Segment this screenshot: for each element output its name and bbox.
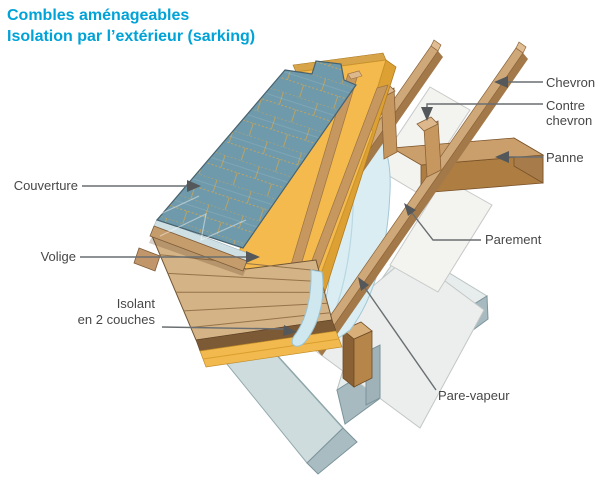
wall-end-face: [306, 427, 358, 475]
panne-block-left-face: [342, 329, 355, 388]
title-line-1: Combles aménageables: [7, 7, 190, 24]
parement-board-flat: [304, 254, 485, 429]
label-isolant: Isolant en 2 couches: [6, 296, 155, 328]
page-title: Combles aménageables Isolation par l’ext…: [7, 5, 255, 47]
chevron-arrowhead: [494, 76, 508, 88]
couverture-roof: [155, 60, 357, 249]
pare-vapeur-arrow-line: [364, 287, 437, 391]
chevron-2-end-cap: [515, 41, 527, 54]
title-line-2: Isolation par l’extérieur (sarking): [7, 28, 256, 45]
eave-board-end: [133, 247, 161, 272]
parement-panel-upper: [375, 86, 471, 193]
contre-chevron-arrowhead: [421, 107, 433, 121]
isolant-layer-seam: [202, 338, 340, 360]
parement-arrowhead: [404, 203, 416, 216]
panne-block-top-face: [342, 321, 373, 340]
label-isolant-line-2: en 2 couches: [77, 312, 155, 327]
label-couverture: Couverture: [13, 178, 78, 193]
label-pare-vapeur: Pare-vapeur: [438, 388, 510, 403]
parement-arrow-line: [411, 212, 481, 241]
isolant-arrow-line: [161, 326, 285, 330]
chevron-1-end-cap: [430, 39, 442, 52]
label-chevron: Chevron: [546, 75, 596, 90]
pare-vapeur-arrowhead: [358, 277, 369, 291]
label-volige: Volige: [40, 249, 76, 264]
contre-chevrons: [373, 83, 442, 178]
label-parement: Parement: [485, 232, 542, 247]
panne-cross-section: [342, 321, 373, 388]
batten-1-cap: [347, 70, 363, 80]
volige-edge-band: [149, 225, 248, 272]
plank-shadow: [149, 236, 246, 276]
label-contre-chevron-line-1: Contre: [546, 98, 586, 113]
label-isolant-line-1: Isolant: [116, 296, 155, 311]
volige-planks: [149, 235, 333, 341]
isolant-arrowhead: [283, 325, 297, 336]
label-panne: Panne: [546, 150, 584, 165]
label-contre-chevron-line-2: chevron: [546, 113, 593, 128]
panne-arrowhead: [495, 151, 509, 163]
chevron-2-side: [317, 53, 528, 356]
panne-block-front-face: [353, 330, 373, 388]
volige-arrowhead: [246, 251, 260, 263]
label-contre-chevron: Contre chevron: [546, 98, 592, 128]
annotation-arrows: [80, 81, 543, 391]
annotation-arrowheads: [187, 76, 509, 336]
couverture-arrowhead: [187, 180, 201, 192]
contre-chevron-arrow-line: [426, 103, 543, 108]
couverture-surface: [155, 60, 357, 249]
parement-panel-lower: [389, 177, 493, 293]
membrane-curl: [291, 269, 324, 347]
slate-chalk-lines: [155, 195, 247, 242]
